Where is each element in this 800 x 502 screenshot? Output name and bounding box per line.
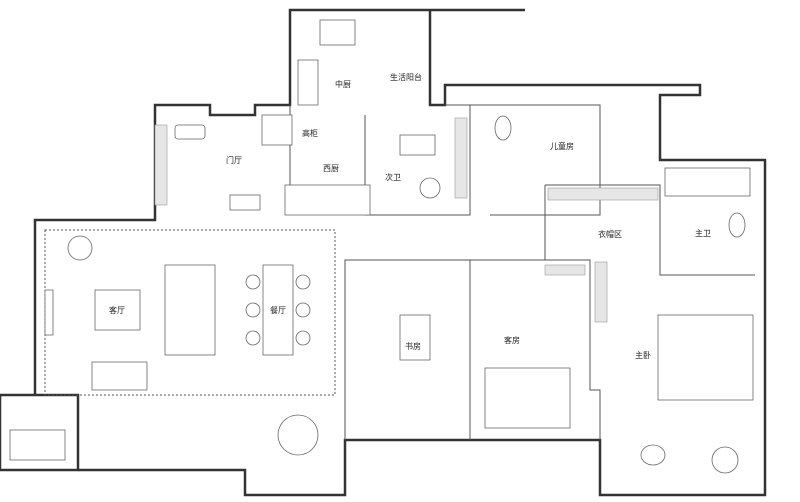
label-dining-room: 餐厅 (270, 306, 286, 315)
label-study: 书房 (405, 341, 421, 351)
sofa (164, 264, 216, 356)
label-guest-room: 客房 (504, 335, 520, 345)
furniture (9, 19, 754, 474)
label-western-kitchen: 西厨 (323, 164, 339, 173)
label-foyer: 门厅 (226, 155, 242, 165)
label-kitchen: 中厨 (335, 79, 351, 89)
label-living-room: 客厅 (109, 305, 125, 315)
label-second-bath: 次卫 (385, 172, 401, 182)
label-tall-cabinet: 高柜 (302, 128, 318, 138)
label-master-bedroom: 主卧 (635, 350, 651, 360)
label-kids-room: 儿童房 (550, 141, 574, 151)
label-utility-balcony: 生活阳台 (390, 72, 422, 82)
label-walk-in-closet: 衣帽区 (598, 229, 622, 239)
label-master-bath: 主卫 (695, 228, 711, 238)
walls (0, 8, 767, 497)
coffee-table (94, 289, 141, 331)
room-labels: 中厨 生活阳台 高柜 门厅 西厨 次卫 儿童房 衣帽区 主卫 客厅 餐厅 书房 … (109, 72, 711, 360)
dining-table (262, 264, 294, 356)
